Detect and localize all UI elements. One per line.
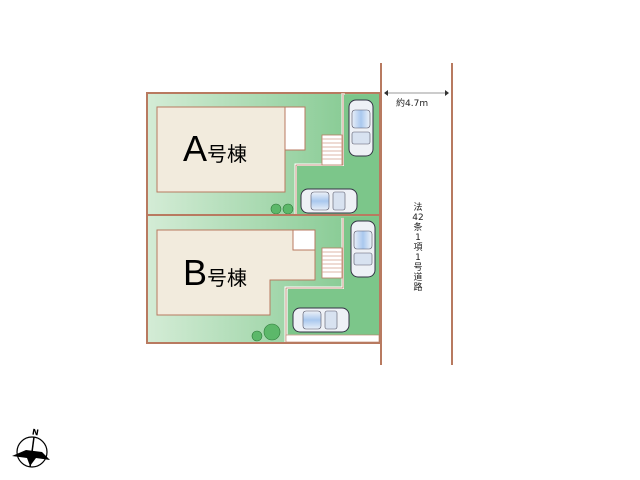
lot-a bbox=[146, 92, 381, 216]
road-width-label: 約4.7m bbox=[396, 99, 429, 109]
car-b-parking-1 bbox=[350, 220, 376, 278]
road bbox=[380, 63, 453, 365]
car-b-parking-2 bbox=[292, 307, 350, 333]
tree bbox=[282, 203, 294, 215]
building-a-label: A号棟 bbox=[183, 128, 248, 169]
building-b-label: B号棟 bbox=[183, 252, 248, 293]
tree bbox=[263, 323, 281, 341]
car-a-parking-2 bbox=[300, 188, 358, 214]
balcony-b bbox=[292, 229, 316, 251]
road-type-label: 法 42 条 1 項 1 号 道 路 bbox=[412, 203, 424, 293]
lot-b bbox=[146, 214, 381, 344]
tree bbox=[251, 330, 263, 342]
car-a-parking-1 bbox=[348, 99, 374, 157]
stairs-b bbox=[321, 247, 343, 279]
stairs-a bbox=[321, 134, 343, 166]
balcony-a bbox=[284, 106, 306, 151]
compass-icon bbox=[12, 436, 50, 468]
tree bbox=[270, 203, 282, 215]
